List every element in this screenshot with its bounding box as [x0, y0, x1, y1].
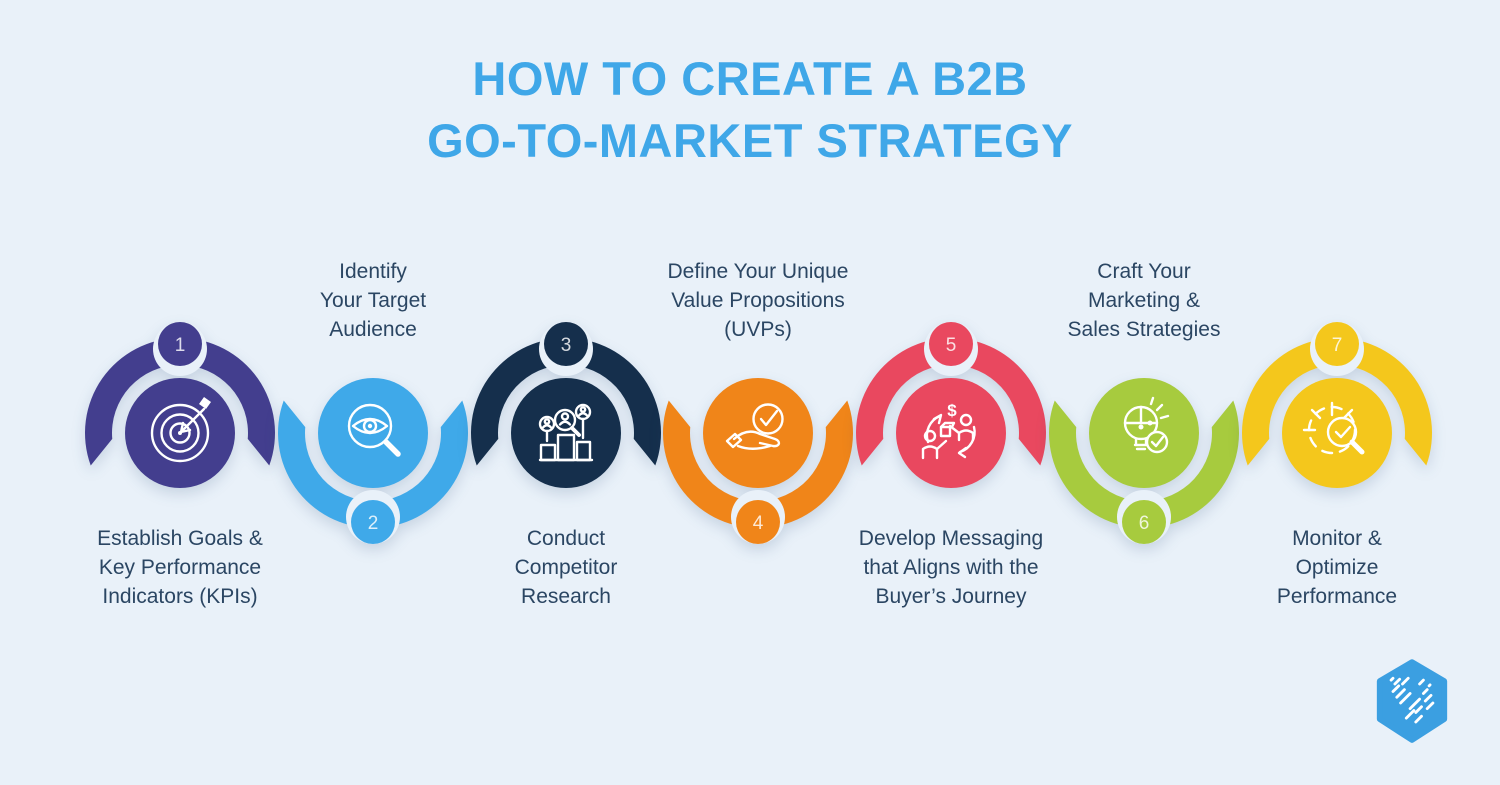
buyer-exchange-icon: $ — [921, 401, 976, 460]
step-label: Craft Your Marketing & Sales Strategies — [1067, 260, 1221, 341]
logo-hatch-pattern — [1389, 676, 1435, 724]
eye-magnifier-icon — [347, 403, 401, 457]
step-arc — [663, 400, 853, 544]
step-icon-circle — [511, 378, 621, 488]
step-number: 7 — [1332, 335, 1343, 356]
step-label: Identify Your Target Audience — [319, 260, 427, 341]
step-1-graphic: 1 — [85, 322, 276, 488]
step-number-badge — [158, 322, 202, 366]
step-label: Monitor & Optimize Performance — [1276, 527, 1398, 608]
competitor-research-icon — [538, 403, 594, 462]
hand-check-icon — [725, 403, 784, 450]
gauge-magnifier-icon — [1302, 401, 1365, 455]
step-number-badge — [1315, 322, 1359, 366]
step-icon-circle — [1089, 378, 1199, 488]
step-3-graphic: 3 — [471, 322, 661, 488]
page-title: HOW TO CREATE A B2B GO-TO-MARKET STRATEG… — [0, 48, 1500, 172]
step-arc — [1049, 400, 1239, 544]
step-5-develop-messaging: $ 5 Develop Messaging that Aligns with t… — [841, 0, 1061, 680]
step-number: 4 — [753, 513, 764, 534]
step-number: 1 — [175, 335, 186, 356]
puzzle-bulb-icon — [1123, 396, 1170, 454]
step-6-marketing-sales-strategies: 6 Craft Your Marketing & Sales Strategie… — [1034, 0, 1254, 680]
step-label: Establish Goals & Key Performance Indica… — [97, 527, 263, 608]
page-title-line1: HOW TO CREATE A B2B — [472, 52, 1028, 105]
step-number-badge — [351, 500, 395, 544]
dollar-glyph: $ — [947, 401, 957, 420]
step-label: Develop Messaging that Aligns with the B… — [858, 527, 1044, 608]
step-number-badge — [929, 322, 973, 366]
step-number-badge — [544, 322, 588, 366]
step-4-graphic: 4 — [663, 378, 853, 544]
step-number: 6 — [1139, 513, 1150, 534]
step-4-value-propositions: 4 Define Your Unique Value Propositions … — [648, 0, 868, 680]
step-label: Conduct Competitor Research — [514, 527, 618, 608]
step-7-graphic: 7 — [1242, 322, 1432, 488]
step-3-competitor-research: 3 Conduct Competitor Research — [456, 0, 676, 680]
step-6-graphic: 6 — [1049, 378, 1239, 544]
step-2-graphic: 2 — [278, 378, 468, 544]
step-7-monitor-optimize: 7 Monitor & Optimize Performance — [1227, 0, 1447, 680]
step-5-graphic: $ 5 — [856, 322, 1046, 488]
hexagon-brand-logo — [1376, 659, 1448, 743]
target-dart-icon — [150, 397, 211, 463]
step-number: 3 — [561, 335, 572, 356]
page-title-line2: GO-TO-MARKET STRATEGY — [427, 114, 1073, 167]
step-number-badge — [1122, 500, 1166, 544]
step-arc — [471, 322, 661, 466]
step-number: 2 — [368, 513, 379, 534]
step-number-badge — [736, 500, 780, 544]
step-arc — [1242, 322, 1432, 466]
step-arc — [85, 322, 276, 466]
step-1-establish-goals: 1 Establish Goals & Key Performance Indi… — [70, 0, 290, 680]
step-number: 5 — [946, 335, 957, 356]
step-arc — [856, 322, 1046, 466]
step-label: Define Your Unique Value Propositions (U… — [667, 260, 849, 341]
step-arc — [278, 400, 468, 544]
step-2-identify-audience: 2 Identify Your Target Audience — [263, 0, 483, 680]
